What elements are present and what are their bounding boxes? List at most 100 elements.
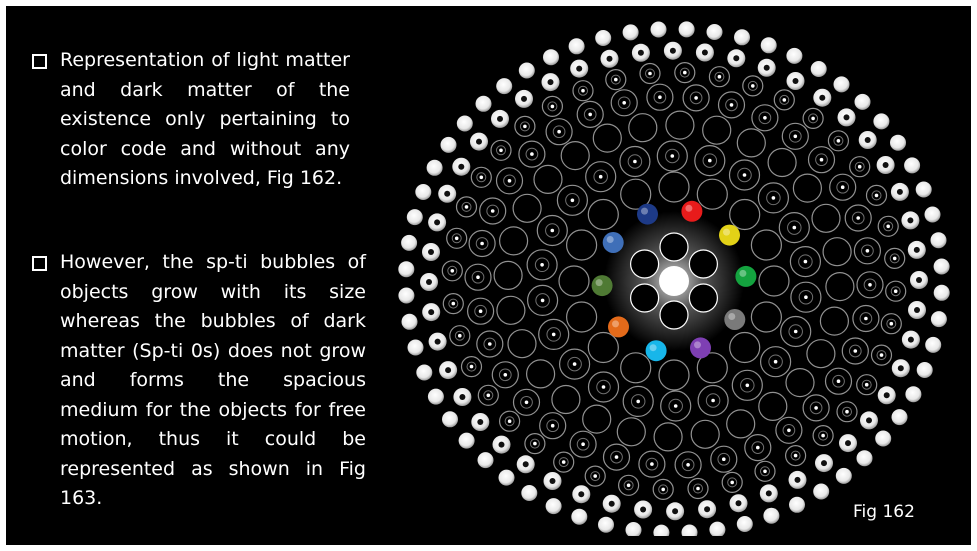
bubble-core bbox=[451, 269, 455, 273]
bubble-core bbox=[683, 71, 687, 75]
color-dot-highlight bbox=[723, 229, 730, 236]
bubble-core bbox=[540, 263, 544, 267]
spti-bubble bbox=[527, 360, 555, 388]
bubble-core bbox=[866, 249, 870, 253]
bubble-core bbox=[550, 478, 556, 484]
bubble-core bbox=[476, 275, 480, 279]
bubble-core bbox=[865, 383, 869, 387]
bubble-core bbox=[883, 162, 889, 168]
bubble-core bbox=[581, 89, 585, 93]
bubble-core bbox=[557, 130, 561, 134]
bubble-core bbox=[908, 337, 914, 343]
pearl-bubble bbox=[398, 288, 414, 304]
pearl-bubble bbox=[873, 113, 889, 129]
pearl-bubble bbox=[478, 452, 494, 468]
pearl-bubble bbox=[519, 63, 535, 79]
pearl-bubble bbox=[416, 365, 432, 381]
bubble-core bbox=[696, 487, 700, 491]
bubble-core bbox=[661, 488, 665, 492]
bubble-core bbox=[672, 508, 678, 514]
bullet-item: However, the sp-ti bubbles of objects gr… bbox=[28, 248, 366, 514]
bubble-core bbox=[787, 429, 791, 433]
pearl-bubble bbox=[834, 76, 850, 92]
bubble-core bbox=[452, 302, 456, 306]
bubble-core bbox=[523, 125, 527, 129]
pearl-bubble bbox=[499, 470, 515, 486]
color-dot-green bbox=[735, 266, 756, 287]
bubble-core bbox=[499, 149, 503, 153]
bubble-core bbox=[571, 199, 575, 203]
bubble-core bbox=[480, 242, 484, 246]
checkbox-square-icon bbox=[32, 54, 47, 69]
bubble-core bbox=[795, 477, 801, 483]
bubble-core bbox=[894, 289, 898, 293]
pearl-bubble bbox=[811, 61, 827, 77]
bubble-core bbox=[890, 322, 894, 326]
spti-bubble bbox=[751, 302, 781, 332]
pearl-bubble bbox=[598, 517, 614, 533]
pearl-bubble bbox=[571, 509, 587, 525]
bubble-core bbox=[793, 78, 799, 84]
bubble-core bbox=[756, 446, 760, 450]
color-dot-highlight bbox=[641, 208, 648, 215]
bubble-core bbox=[804, 295, 808, 299]
spti-bubble bbox=[768, 149, 796, 177]
color-dot-red bbox=[681, 201, 702, 222]
spti-bubble bbox=[737, 129, 765, 157]
pearl-bubble bbox=[890, 135, 906, 151]
bubble-core bbox=[480, 176, 484, 180]
bubble-core bbox=[465, 205, 469, 209]
pearl-bubble bbox=[813, 484, 829, 500]
bubble-core bbox=[866, 417, 872, 423]
spti-bubble bbox=[659, 172, 689, 202]
bubble-core bbox=[602, 385, 606, 389]
spti-bubble bbox=[807, 340, 835, 368]
bubble-core bbox=[837, 139, 841, 143]
color-dot-highlight bbox=[685, 205, 692, 212]
pearl-bubble bbox=[408, 340, 424, 356]
pearl-bubble bbox=[904, 157, 920, 173]
bubble-core bbox=[811, 117, 815, 121]
spti-bubble bbox=[786, 369, 814, 397]
bubble-core bbox=[552, 333, 556, 337]
bubble-core bbox=[841, 185, 845, 189]
bubble-core bbox=[865, 137, 871, 143]
pearl-bubble bbox=[855, 94, 871, 110]
bubble-core bbox=[764, 65, 770, 71]
bubble-core bbox=[533, 442, 537, 446]
bubble-core bbox=[711, 399, 715, 403]
pearl-bubble bbox=[521, 485, 537, 501]
bubble-core bbox=[551, 229, 555, 233]
pearl-bubble bbox=[836, 468, 852, 484]
spti-bubble bbox=[500, 227, 528, 255]
pearl-bubble bbox=[709, 522, 725, 536]
bubble-core bbox=[844, 114, 850, 120]
color-dot-highlight bbox=[596, 279, 603, 286]
bubble-core bbox=[722, 457, 726, 461]
pearl-bubble bbox=[925, 207, 941, 223]
pearl-bubble bbox=[402, 314, 418, 330]
spti-bubble bbox=[494, 261, 522, 289]
bubble-core bbox=[898, 365, 904, 371]
pearl-bubble bbox=[401, 235, 417, 251]
spti-bubble bbox=[552, 386, 580, 414]
bubble-core bbox=[458, 334, 462, 338]
spti-bubble bbox=[759, 266, 789, 296]
bubble-core bbox=[774, 360, 778, 364]
bubble-core bbox=[551, 424, 555, 428]
bubble-core bbox=[650, 462, 654, 466]
bubble-core bbox=[804, 260, 808, 264]
figure-caption: Fig 162 bbox=[853, 502, 915, 522]
bubble-core bbox=[763, 116, 767, 120]
bubble-core bbox=[434, 219, 440, 225]
bubble-core bbox=[477, 419, 483, 425]
color-dot-highlight bbox=[739, 270, 746, 277]
spti-bubble bbox=[730, 333, 760, 363]
pearl-bubble bbox=[543, 49, 559, 65]
bubble-core bbox=[508, 419, 512, 423]
bubble-core bbox=[670, 48, 676, 54]
bubble-core bbox=[455, 237, 459, 241]
bubble-core bbox=[743, 173, 747, 177]
spti-bubble bbox=[812, 204, 840, 232]
bubble-core bbox=[886, 225, 890, 229]
